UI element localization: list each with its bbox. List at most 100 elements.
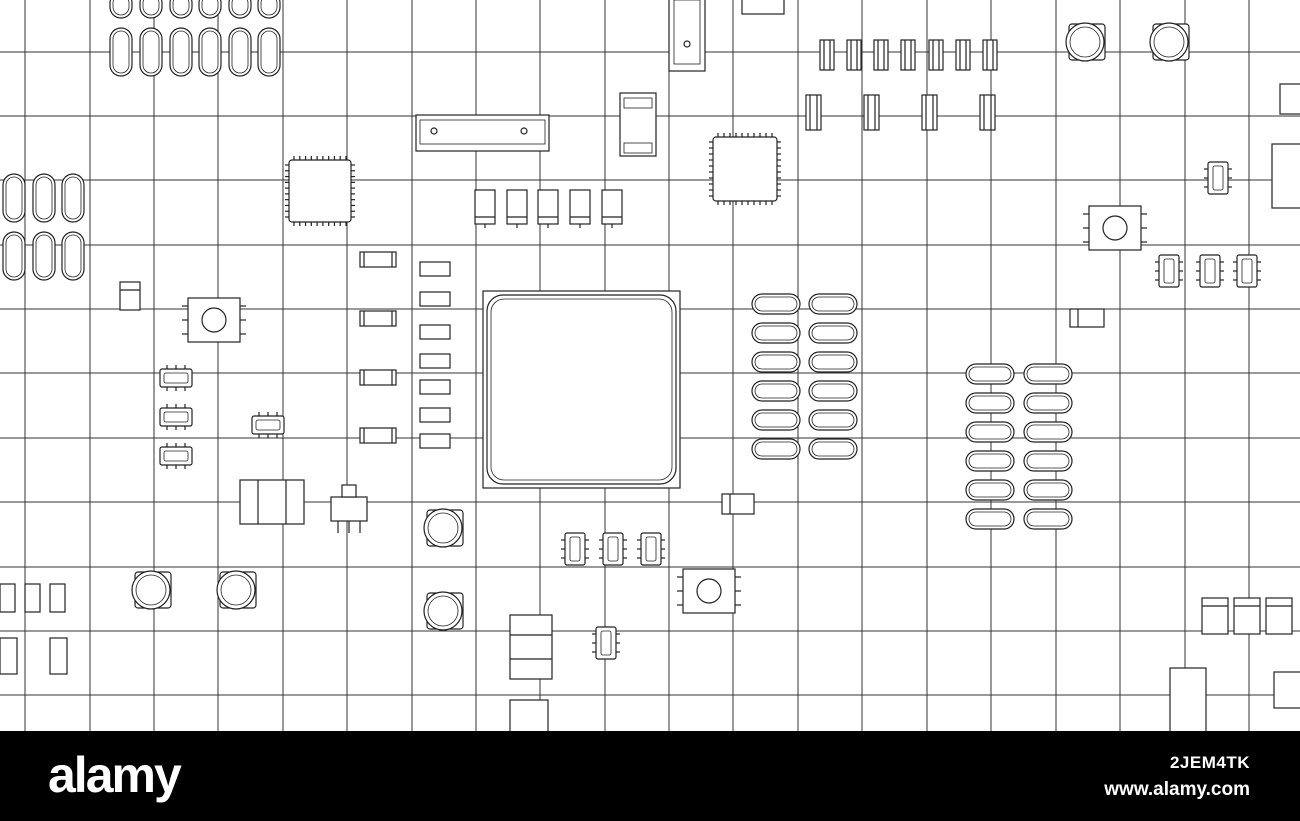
oval-pad [965,508,1015,530]
mini-ic [637,532,665,566]
smd-diode [1201,597,1229,635]
oval-pad [808,380,858,402]
main-processor-chip [482,290,681,489]
oval-pad [751,409,801,431]
smd-resistor [873,39,889,71]
electrolytic-capacitor [216,570,257,610]
smd-diode [569,189,591,228]
smd-resistor [359,310,397,327]
smd-resistor [921,94,938,131]
mini-ic [1196,254,1224,288]
fuse-package [509,614,553,680]
smd-resistor [419,407,451,423]
oval-pad [198,27,222,77]
mini-ic [159,365,193,391]
oval-pad [109,27,133,77]
watermark-bar: alamy 2JEM4TK www.alamy.com [0,731,1300,821]
small-diode [721,493,755,515]
smd-resistor [49,583,66,613]
smd-package [1169,667,1207,731]
mini-ic [561,532,589,566]
qfp-chip [709,133,781,205]
smd-resistor [955,39,971,71]
oval-pad [808,438,858,460]
oval-pad [1023,392,1073,414]
smd-resistor [819,39,835,71]
oval-pad [1023,363,1073,385]
oval-pad [1023,450,1073,472]
small-diode [119,281,141,311]
smd-resistor [419,433,451,449]
smd-resistor [419,261,451,277]
qfp-chip [285,156,355,226]
smd-diode [1265,597,1293,635]
smd-resistor [928,39,944,71]
smd-resistor [419,353,451,369]
connector [509,699,549,731]
mini-ic [1233,254,1261,288]
image-id-label: 2JEM4TK [1169,753,1250,772]
oval-pad [808,409,858,431]
oval-pad [965,421,1015,443]
smd-resistor [900,39,916,71]
mini-ic [1155,254,1183,288]
smd-diode [506,189,528,228]
pin-header [415,114,550,152]
oval-pad [139,27,163,77]
oval-pad [965,392,1015,414]
smd-resistor [359,369,397,386]
smd-resistor [419,291,451,307]
electrolytic-capacitor [1065,22,1106,62]
site-url: www.alamy.com [1104,779,1250,800]
oval-pad [808,351,858,373]
oval-pad [751,293,801,315]
mini-ic [1204,161,1232,195]
oval-pad [61,231,85,281]
oval-pad [257,0,281,19]
smd-package [741,0,785,15]
alamy-logo: alamy [48,747,182,803]
mini-ic [592,626,620,660]
smd-resistor [419,324,451,340]
oval-pad [32,173,56,223]
tactile-switch [182,297,246,343]
smd-resistor [359,251,397,268]
oval-pad [1023,508,1073,530]
oval-pad [169,0,193,19]
oval-pad [808,293,858,315]
electrolytic-capacitor [423,508,464,548]
smd-package [1273,671,1300,709]
board-drawing [0,0,1300,731]
small-diode [1069,308,1105,328]
oval-pad [751,380,801,402]
oval-pad [965,479,1015,501]
voltage-regulator [330,484,368,533]
smd-resistor [0,583,16,613]
pin-header [668,0,706,72]
smd-resistor [49,637,68,675]
smd-resistor [359,427,397,444]
oval-pad [228,0,252,19]
oval-pad [808,322,858,344]
smd-resistor [0,637,18,675]
smd-package [1279,83,1300,115]
smd-package [1271,143,1300,209]
circuit-board-illustration [0,0,1300,731]
mini-ic [599,532,627,566]
fuse-package [239,479,305,525]
oval-pad [965,450,1015,472]
smd-resistor [979,94,996,131]
electrolytic-capacitor [131,570,172,610]
oval-pad [61,173,85,223]
oval-pad [751,322,801,344]
smd-diode [474,189,496,228]
smd-resistor [805,94,822,131]
smd-diode [1233,597,1261,635]
oval-pad [109,0,133,19]
oval-pad [198,0,222,19]
electrolytic-capacitor [423,591,464,631]
oval-pad [169,27,193,77]
oval-pad [32,231,56,281]
smd-resistor [982,39,998,71]
mini-ic [159,443,193,469]
